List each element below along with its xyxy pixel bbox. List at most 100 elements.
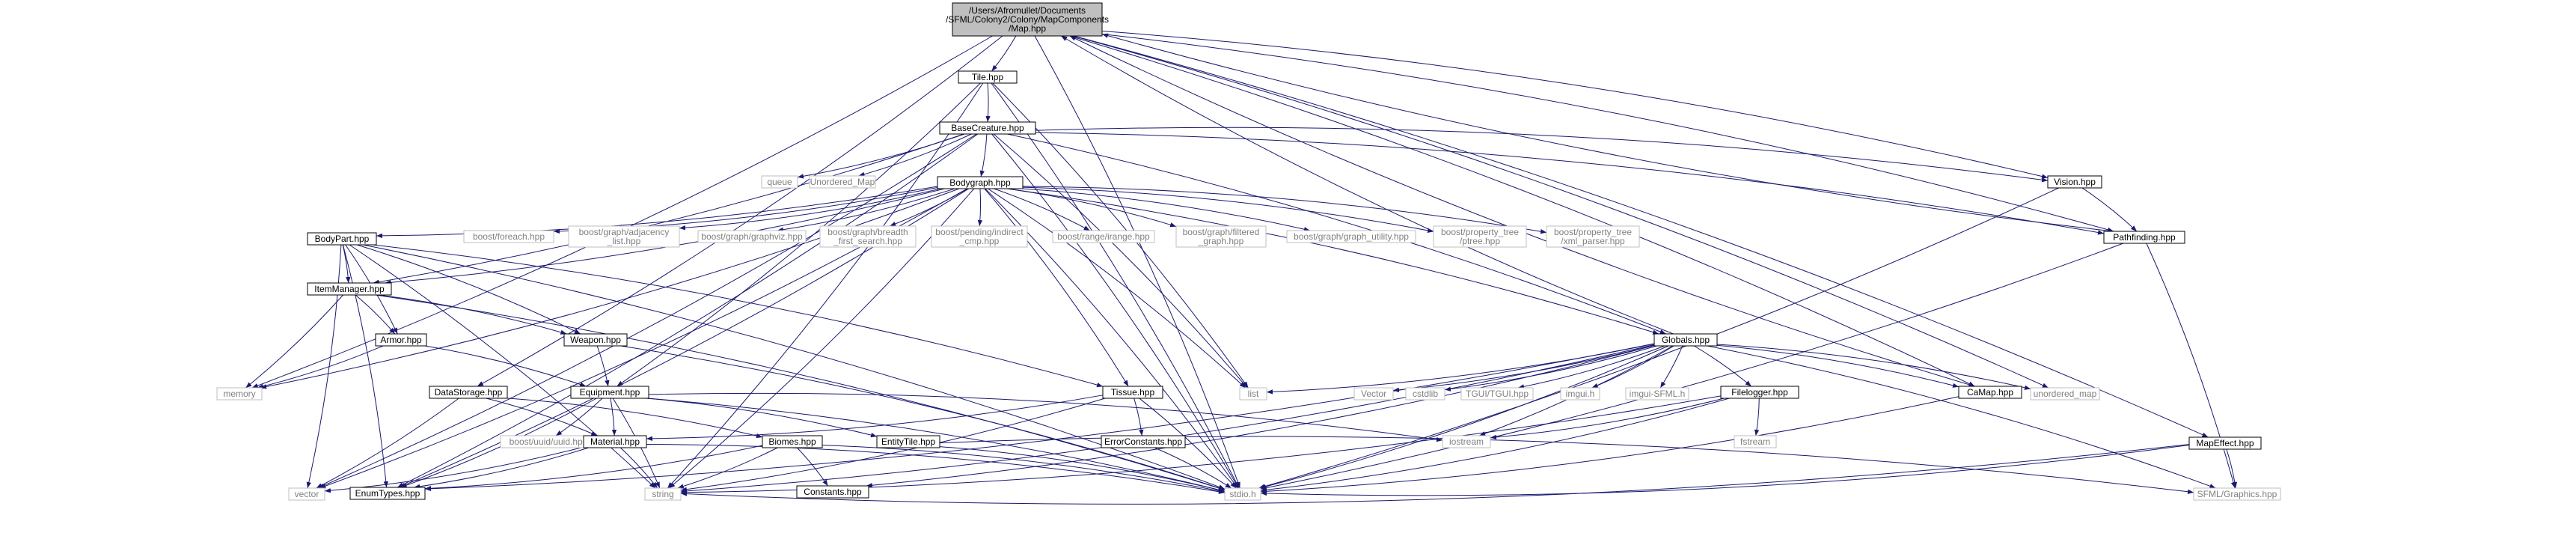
node-tgui: TGUI/TGUI.hpp — [1460, 387, 1534, 401]
node-armor[interactable]: Armor.hpp — [375, 333, 427, 347]
node-bodypart[interactable]: BodyPart.hpp — [307, 232, 377, 246]
node-filelogger[interactable]: Filelogger.hpp — [1720, 386, 1799, 399]
edge-datastorage-to-material — [486, 398, 598, 436]
node-fstream-box — [1734, 435, 1777, 448]
node-weapon[interactable]: Weapon.hpp — [563, 333, 628, 347]
node-xmlparser: boost/property_tree/xml_parser.hpp — [1546, 225, 1640, 248]
node-mapeffect-box — [2188, 436, 2262, 450]
edge-tile-to-string — [667, 82, 984, 489]
edge-globals-to-string — [680, 344, 1655, 494]
edge-basecreature-to-stdio — [991, 133, 1239, 489]
node-indirect-box — [931, 225, 1028, 248]
node-graphutil-label: boost/graph/graph_utility.hpp — [1294, 231, 1409, 242]
node-camap[interactable]: CaMap.hpp — [1958, 386, 2022, 399]
node-bodypart-label: BodyPart.hpp — [315, 234, 370, 244]
node-enumtypes[interactable]: EnumTypes.hpp — [349, 487, 426, 500]
node-cstdlib-label: cstdlib — [1413, 389, 1438, 399]
node-pathfinding-box — [2103, 231, 2185, 244]
node-iostream: iostream — [1442, 435, 1491, 448]
edge-equipment-to-entitytile — [646, 398, 878, 438]
edge-pathfinding-to-sfmlgraphics — [2146, 243, 2236, 489]
edge-tissue-to-material — [646, 395, 1104, 442]
edge-map-to-stdio — [1034, 35, 1240, 489]
edge-basecreature-to-itemmanager — [373, 133, 964, 284]
node-graphviz: boost/graph/graphviz.hpp — [697, 230, 807, 243]
node-tissue[interactable]: Tissue.hpp — [1102, 386, 1163, 399]
node-unordered_map_cap-label: Unordered_Map — [810, 177, 875, 187]
node-constants[interactable]: Constants.hpp — [796, 485, 869, 499]
node-basecreature[interactable]: BaseCreature.hpp — [939, 121, 1036, 135]
edge-bodygraph-to-ptree — [1022, 186, 1434, 233]
edge-equipment-to-stdio — [646, 398, 1226, 493]
edge-filelogger-to-fstream — [1754, 398, 1760, 436]
node-ptree-label: boost/property_tree — [1441, 227, 1519, 237]
edge-pathfinding-to-map — [1101, 33, 2114, 232]
node-equipment[interactable]: Equipment.hpp — [570, 386, 649, 399]
node-irange-label: boost/range/irange.hpp — [1057, 231, 1150, 242]
node-material-box — [583, 435, 647, 448]
edge-bodygraph-to-adjlist — [679, 188, 941, 231]
node-adjlist-label: boost/graph/adjacency — [579, 227, 670, 237]
node-pathfinding[interactable]: Pathfinding.hpp — [2103, 231, 2185, 244]
node-bodygraph[interactable]: Bodygraph.hpp — [937, 176, 1024, 189]
node-weapon-box — [563, 333, 628, 347]
node-vector_cap: Vector — [1353, 387, 1394, 401]
node-tile[interactable]: Tile.hpp — [958, 70, 1018, 84]
edge-map-to-pathfinding — [1101, 33, 2114, 232]
node-vector: vector — [288, 487, 325, 501]
edge-bodypart-to-string — [349, 244, 656, 489]
node-datastorage-label: DataStorage.hpp — [435, 387, 503, 398]
edge-map-to-vision — [1101, 31, 2049, 179]
node-imguisfml-box — [1625, 387, 1689, 401]
edge-bodygraph-to-graphviz — [777, 188, 955, 232]
edge-errorconstants-to-stdio — [1154, 447, 1232, 489]
node-foreach-box — [463, 230, 554, 243]
edge-material-to-stdio — [646, 444, 1226, 494]
node-biomes[interactable]: Biomes.hpp — [762, 435, 823, 448]
node-foreach: boost/foreach.hpp — [463, 230, 554, 243]
node-map[interactable]: /Users/Afromullet/Documents/SFML/Colony2… — [946, 2, 1109, 37]
edge-bodygraph-to-tissue — [984, 188, 1129, 387]
node-map-label: /Map.hpp — [1009, 23, 1046, 34]
node-errorconstants[interactable]: ErrorConstants.hpp — [1101, 435, 1186, 448]
node-itemmanager-label: ItemManager.hpp — [314, 284, 385, 294]
node-entitytile[interactable]: EntityTile.hpp — [876, 435, 940, 448]
node-mapeffect[interactable]: MapEffect.hpp — [2188, 436, 2262, 450]
node-entitytile-label: EntityTile.hpp — [881, 436, 936, 447]
edge-bodygraph-to-globals — [1006, 188, 1659, 335]
node-biomes-box — [762, 435, 823, 448]
edge-bodypart-to-tissue — [373, 244, 1104, 388]
node-equipment-box — [570, 386, 649, 399]
node-vision[interactable]: Vision.hpp — [2047, 175, 2102, 189]
node-vector-label: vector — [295, 489, 319, 499]
edge-biomes-to-string — [677, 447, 778, 489]
node-datastorage[interactable]: DataStorage.hpp — [429, 386, 508, 399]
edge-weapon-to-equipment — [596, 345, 610, 387]
edge-vision-to-stdio — [1258, 187, 2059, 489]
node-globals-box — [1653, 333, 1718, 347]
node-pathfinding-label: Pathfinding.hpp — [2113, 232, 2176, 243]
node-ptree-box — [1433, 225, 1527, 248]
node-memory-label: memory — [223, 389, 255, 399]
edge-map-to-unordered_map — [1072, 35, 2049, 389]
node-constants-label: Constants.hpp — [804, 487, 862, 497]
edge-globals-to-imguisfml — [1659, 345, 1683, 389]
edge-bodygraph-to-graphutil — [1021, 188, 1311, 232]
node-enumtypes-label: EnumTypes.hpp — [355, 488, 420, 499]
node-indirect-label: _cmp.hpp — [959, 236, 1000, 246]
node-tgui-label: TGUI/TGUI.hpp — [1466, 389, 1529, 399]
edge-basecreature-to-enumtypes — [397, 133, 979, 488]
node-itemmanager[interactable]: ItemManager.hpp — [307, 282, 392, 296]
edge-filelogger-to-iostream — [1490, 398, 1725, 440]
edge-itemmanager-to-weapon — [378, 294, 567, 335]
edge-armor-to-memory — [257, 345, 384, 389]
node-bfs-label: boost/graph/breadth — [827, 227, 908, 237]
node-globals[interactable]: Globals.hpp — [1653, 333, 1718, 347]
node-imguisfml-label: imgui-SFML.h — [1630, 389, 1686, 399]
edge-weapon-to-stdio — [620, 345, 1226, 490]
node-iostream-label: iostream — [1449, 436, 1484, 447]
node-enumtypes-box — [349, 487, 426, 500]
node-stdio: stdio.h — [1224, 487, 1261, 501]
node-filtered-label: _graph.hpp — [1198, 236, 1244, 246]
node-material[interactable]: Material.hpp — [583, 435, 647, 448]
